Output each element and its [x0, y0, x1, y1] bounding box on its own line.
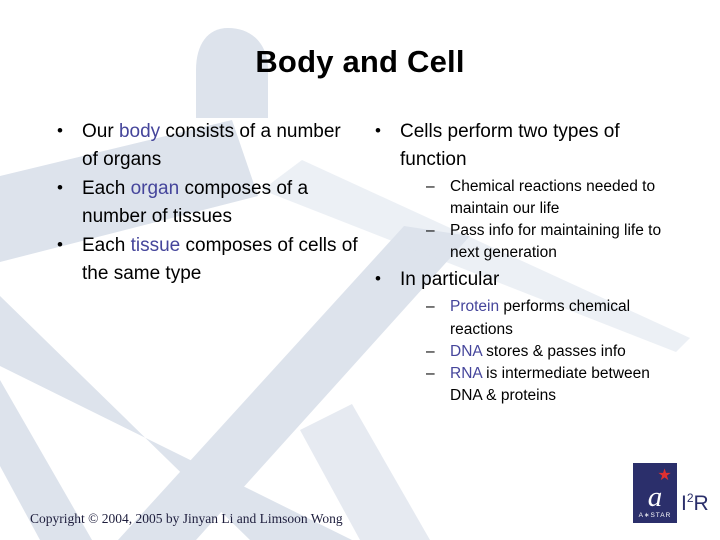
bullet-text: Our body consists of a number of organs — [82, 118, 360, 174]
astar-wordmark: A∗STAR — [638, 512, 672, 519]
bullet-text-pre: Each — [82, 234, 131, 256]
bullet-text-post: composes of a number of tissues — [82, 177, 309, 227]
bullet-text-post: consists of a number of organs — [82, 121, 341, 170]
list-item: In particular Protein performs chemical … — [366, 265, 686, 407]
bullet-text: In particular — [400, 269, 500, 291]
highlight-term: organ — [130, 177, 180, 199]
sub-bullet-text: stores & passes info — [481, 342, 626, 360]
highlight-term: body — [118, 121, 161, 142]
i2r-main: I — [681, 492, 687, 515]
sub-bullet-text: Chemical reactions needed to maintain ou… — [450, 177, 656, 217]
i2r-superscript: 2 — [686, 491, 694, 505]
astar-logo-mark: ★ a A∗STAR — [633, 463, 677, 523]
highlight-term: tissue — [130, 234, 181, 256]
list-item: Each tissue composes of cells of the sam… — [48, 231, 360, 288]
right-content-column: Cells perform two types of function Chem… — [366, 117, 686, 409]
bullet-text-pre: Each — [82, 177, 131, 199]
bullet-text-pre: Our — [82, 121, 119, 142]
slide-title: Body and Cell — [255, 44, 465, 79]
right-bullet-list: Cells perform two types of function Chem… — [366, 117, 686, 407]
list-item: Our body consists of a number of organs — [48, 117, 360, 174]
highlight-term: RNA — [450, 364, 482, 382]
bullet-text: Each organ composes of a number of tissu… — [82, 175, 360, 231]
left-content-column: Our body consists of a number of organs … — [48, 117, 360, 289]
sub-list-item: RNA is intermediate between DNA & protei… — [422, 363, 686, 407]
sub-list-item: DNA stores & passes info — [422, 341, 686, 363]
bullet-text-post: composes of cells of the same type — [82, 234, 358, 284]
i2r-wordmark: I2R — [681, 491, 709, 516]
astar-letter-a: a — [647, 481, 663, 513]
bullet-text: Cells perform two types of function — [400, 121, 620, 170]
highlight-term: DNA — [450, 342, 482, 360]
sub-bullet-text: is intermediate between DNA & proteins — [450, 364, 650, 405]
sub-bullet-text: Pass info for maintaining life to next g… — [450, 222, 662, 262]
sub-list-item: Pass info for maintaining life to next g… — [422, 220, 686, 264]
list-item: Cells perform two types of function Chem… — [366, 117, 686, 265]
highlight-term: Protein — [450, 298, 500, 316]
sub-list-item: Chemical reactions needed to maintain ou… — [422, 176, 686, 220]
i2r-tail: R — [693, 492, 709, 515]
sub-list-item: Protein performs chemical reactions — [422, 296, 686, 340]
star-icon: ★ — [657, 467, 672, 484]
list-item: Each organ composes of a number of tissu… — [48, 174, 360, 231]
copyright-notice: Copyright © 2004, 2005 by Jinyan Li and … — [30, 511, 343, 526]
left-bullet-list: Our body consists of a number of organs … — [48, 117, 360, 288]
sub-bullet-text: performs chemical reactions — [450, 298, 631, 338]
astar-i2r-logo: ★ a A∗STAR I2R — [633, 463, 713, 525]
sub-bullet-list: Chemical reactions needed to maintain ou… — [422, 176, 686, 265]
sub-bullet-list: Protein performs chemical reactions DNA … — [422, 296, 686, 407]
bullet-text: Each tissue composes of cells of the sam… — [82, 232, 360, 288]
